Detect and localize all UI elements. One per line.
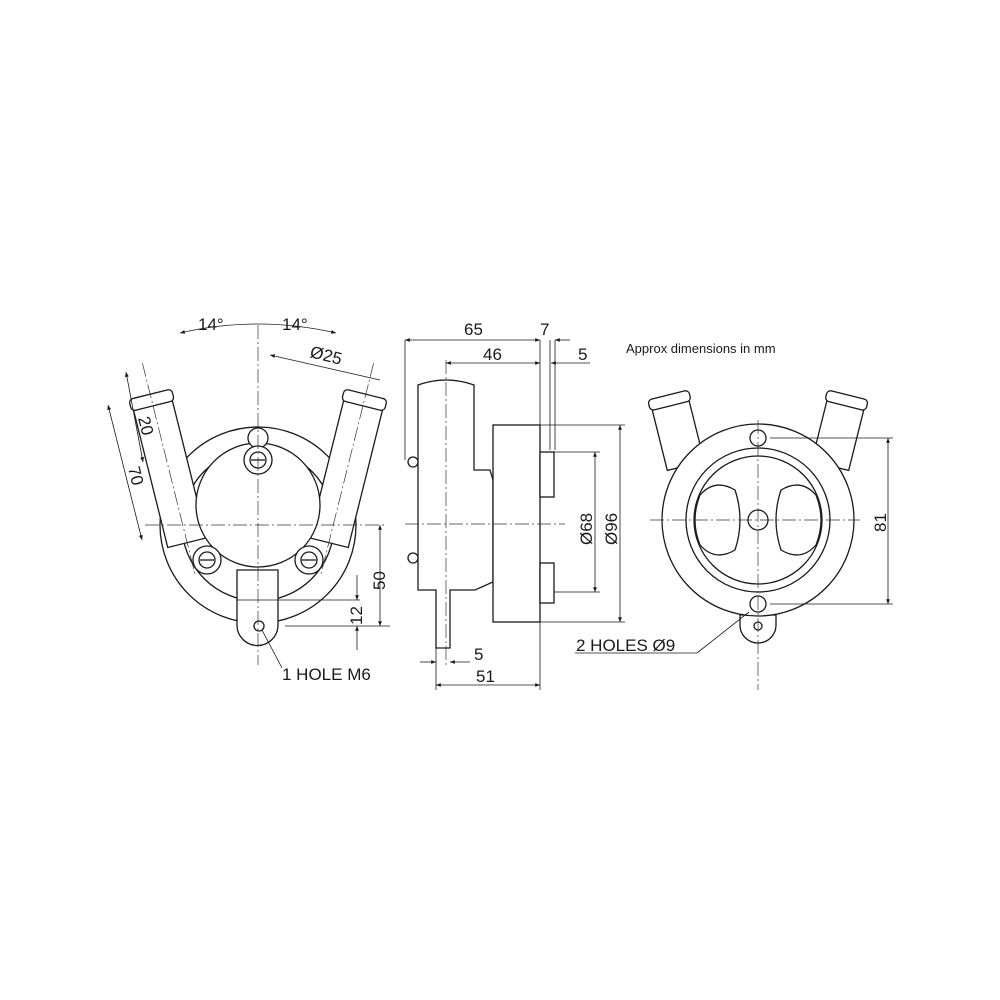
screw-icon bbox=[198, 551, 216, 569]
front-view: 14° 14° Ø25 20 70 50 12 1 HOLE M6 bbox=[107, 315, 390, 684]
m6-hole bbox=[253, 620, 265, 632]
screw-icon bbox=[407, 552, 419, 564]
dim-65: 65 bbox=[464, 320, 483, 339]
rear-view: 81 2 HOLES Ø9 bbox=[575, 390, 893, 690]
kidney-port bbox=[775, 484, 822, 556]
angle-right-label: 14° bbox=[282, 315, 308, 334]
dim-68: Ø68 bbox=[577, 513, 596, 545]
left-pipe bbox=[129, 363, 208, 577]
screw-icon bbox=[407, 456, 419, 468]
dim-7: 7 bbox=[540, 320, 549, 339]
side-view: 65 7 46 5 Ø68 Ø96 5 51 bbox=[404, 320, 625, 690]
dim-5-top: 5 bbox=[578, 345, 587, 364]
dim-51: 51 bbox=[476, 667, 495, 686]
screw-icon bbox=[300, 551, 318, 569]
pump-body-side bbox=[417, 379, 494, 649]
angle-left-label: 14° bbox=[198, 315, 224, 334]
dim-5-bottom: 5 bbox=[474, 645, 483, 664]
dim-50: 50 bbox=[370, 571, 389, 590]
hole-m6-label: 1 HOLE M6 bbox=[282, 665, 371, 684]
dimensions-note: Approx dimensions in mm bbox=[626, 341, 776, 356]
holes-label: 2 HOLES Ø9 bbox=[576, 636, 675, 655]
dim-70: 70 bbox=[124, 464, 147, 487]
right-pipe bbox=[308, 363, 387, 577]
dim-12: 12 bbox=[347, 606, 366, 625]
dim-81: 81 bbox=[871, 513, 890, 532]
flange-side bbox=[492, 424, 541, 623]
dim-96: Ø96 bbox=[602, 513, 621, 545]
mounting-foot bbox=[236, 569, 279, 647]
dim-46: 46 bbox=[483, 345, 502, 364]
